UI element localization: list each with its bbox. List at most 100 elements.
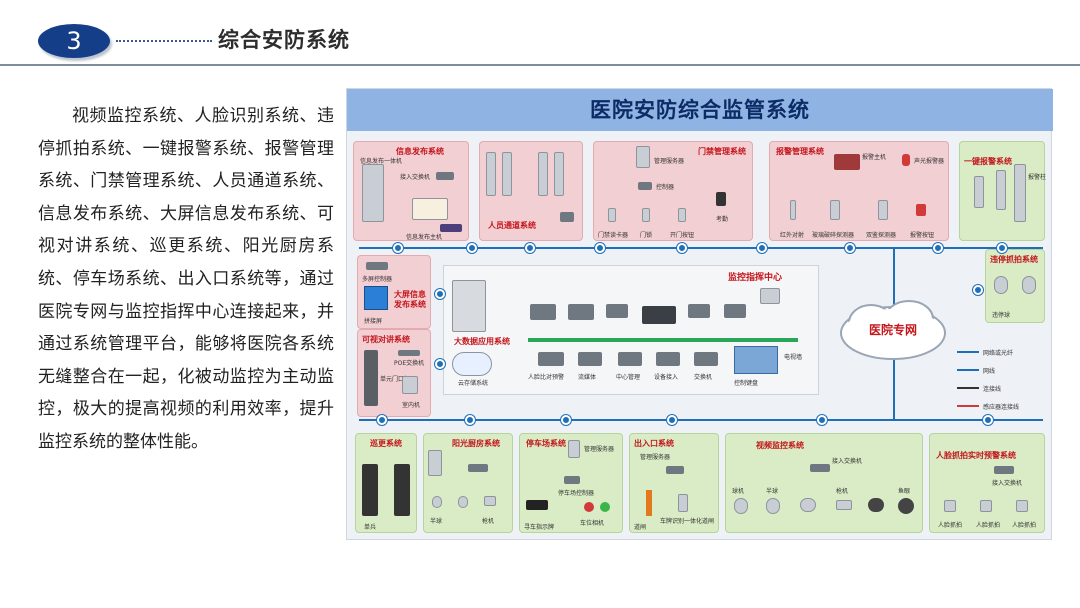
network-node <box>377 415 387 425</box>
parking-ctrl-label: 停车场控制器 <box>558 490 595 497</box>
control-terminal-icon <box>642 306 676 324</box>
parking-label: 停车场系统 <box>526 439 566 448</box>
gate-icon <box>554 152 564 196</box>
camera-icon <box>836 500 852 510</box>
alarm-button-label: 报警按钮 <box>910 232 935 239</box>
server-icon <box>606 304 628 318</box>
center-bus <box>528 338 798 342</box>
legend-label: 感应器连接线 <box>983 404 1020 411</box>
face-compare-label: 人脸比对预警 <box>528 374 565 381</box>
car-lock-label: 车位相机 <box>580 520 605 527</box>
hand-dome-label: 半球 <box>766 488 779 495</box>
control-keyboard-label: 控制键盘 <box>734 380 759 387</box>
access-control-label: 门禁管理系统 <box>698 147 746 156</box>
parking-guide-label: 寻车指示牌 <box>524 524 555 531</box>
big-screen-label: 大屏信息发布系统 <box>394 290 426 309</box>
parking-controller-icon <box>564 476 580 484</box>
ir-beam-icon <box>790 200 796 220</box>
server-icon <box>688 304 710 318</box>
glass-break-label: 玻璃破碎探测器 <box>812 232 855 239</box>
network-node <box>997 243 1007 253</box>
intercom-box: 可视对讲系统 单元门口机 POE交换机 室内机 <box>357 329 431 417</box>
reader-icon <box>608 208 616 222</box>
barrier-gate-icon <box>646 490 652 516</box>
switch-icon <box>810 464 830 472</box>
patrol-label: 巡更系统 <box>370 439 402 448</box>
face-switch-label: 接入交换机 <box>992 480 1023 487</box>
legend-swatch <box>957 351 979 353</box>
attendance-label: 考勤 <box>716 216 729 223</box>
device-access-label: 设备接入 <box>654 374 679 381</box>
exit-button-icon <box>678 208 686 222</box>
hand-dome-label: 半球 <box>430 518 443 525</box>
display-icon <box>428 450 442 476</box>
door-machine-icon <box>364 350 378 406</box>
patrol-box: 巡更系统 单兵 <box>355 433 417 533</box>
face-camera-icon <box>980 500 992 512</box>
kitchen-label: 阳光厨房系统 <box>452 439 500 448</box>
controller-label: 控制器 <box>656 184 675 191</box>
alarm-pillar-icon <box>996 170 1006 210</box>
patrol-device-icon <box>362 464 378 516</box>
entrance-mgmt-label: 管理服务器 <box>640 454 671 461</box>
barrier-label: 道闸 <box>634 524 647 531</box>
face-cam-label: 人脸抓拍 <box>1012 522 1037 529</box>
video-box: 视频监控系统 接入交换机 球机 半球 枪机 鱼眼 <box>725 433 923 533</box>
gate-icon <box>538 152 548 196</box>
dual-detector-label: 双鉴探测器 <box>866 232 897 239</box>
section-badge: 3 <box>38 24 110 58</box>
car-indicator-icon <box>584 502 594 512</box>
camera-icon <box>734 498 748 514</box>
indoor-unit-icon <box>402 376 418 394</box>
command-center-label: 监控指挥中心 <box>728 273 783 283</box>
personnel-channel-box: 人员通道系统 <box>479 141 583 241</box>
gun-cam-label: 枪机 <box>482 518 495 525</box>
alarm-host-icon <box>834 154 860 170</box>
splice-screen-label: 拼接屏 <box>364 318 383 325</box>
poe-switch-label: POE交换机 <box>394 360 425 367</box>
guide-screen-icon <box>526 500 548 510</box>
parking-capture-label: 违停抓拍系统 <box>990 255 1038 264</box>
door-machine-label: 单元门口机 <box>380 376 411 383</box>
camera-icon <box>458 496 468 508</box>
switch-label: 交换机 <box>694 374 713 381</box>
legend-label: 连接线 <box>983 386 1002 393</box>
dome-camera-icon <box>1022 276 1036 294</box>
dual-detector-icon <box>878 200 888 220</box>
controller-icon <box>666 466 684 474</box>
tv-wall-icon <box>734 346 778 374</box>
pillar-label: 报警柱 <box>1028 174 1047 181</box>
alarm-management-box: 报警管理系统 报警主机 声光报警器 红外对射 玻璃破碎探测器 双鉴探测器 报警按… <box>769 141 949 241</box>
indoor-label: 室内机 <box>402 402 421 409</box>
legend-label: 网线 <box>983 368 996 375</box>
one-key-alarm-box: 一键报警系统 报警柱 <box>959 141 1047 241</box>
parking-box: 停车场系统 管理服务器 停车场控制器 寻车指示牌 车位相机 <box>519 433 623 533</box>
network-node <box>983 415 993 425</box>
exit-button-label: 开门按钮 <box>670 232 695 239</box>
legend-swatch <box>957 387 979 389</box>
entrance-label: 出入口系统 <box>634 439 674 448</box>
speed-dome-label: 球机 <box>732 488 745 495</box>
alarm-pillar-icon <box>1014 164 1026 222</box>
network-node <box>467 243 477 253</box>
alarm-pillar-icon <box>974 176 984 208</box>
network-node <box>595 243 605 253</box>
network-node <box>393 243 403 253</box>
workstation-icon <box>760 288 780 304</box>
splice-screen-icon <box>364 286 388 310</box>
glass-break-icon <box>830 200 840 220</box>
server-icon <box>568 304 594 320</box>
cloud-storage-label: 云存储系统 <box>458 380 489 387</box>
legend: 网络或光纤 网线 连接线 感应器连接线 <box>957 345 1047 417</box>
face-box: 人脸抓拍实时预警系统 接入交换机 人脸抓拍 人脸抓拍 人脸抓拍 <box>929 433 1045 533</box>
server-icon <box>578 352 602 366</box>
slide-header: 3 综合安防系统 <box>0 0 1080 66</box>
network-node <box>435 359 445 369</box>
center-mgmt-label: 中心管理 <box>616 374 641 381</box>
network-node <box>845 243 855 253</box>
diagram-title: 医院安防综合监管系统 <box>347 89 1053 131</box>
controller-icon <box>560 212 574 222</box>
alarm-management-label: 报警管理系统 <box>776 147 824 156</box>
switch-icon <box>994 466 1014 474</box>
siren-icon <box>902 154 910 166</box>
